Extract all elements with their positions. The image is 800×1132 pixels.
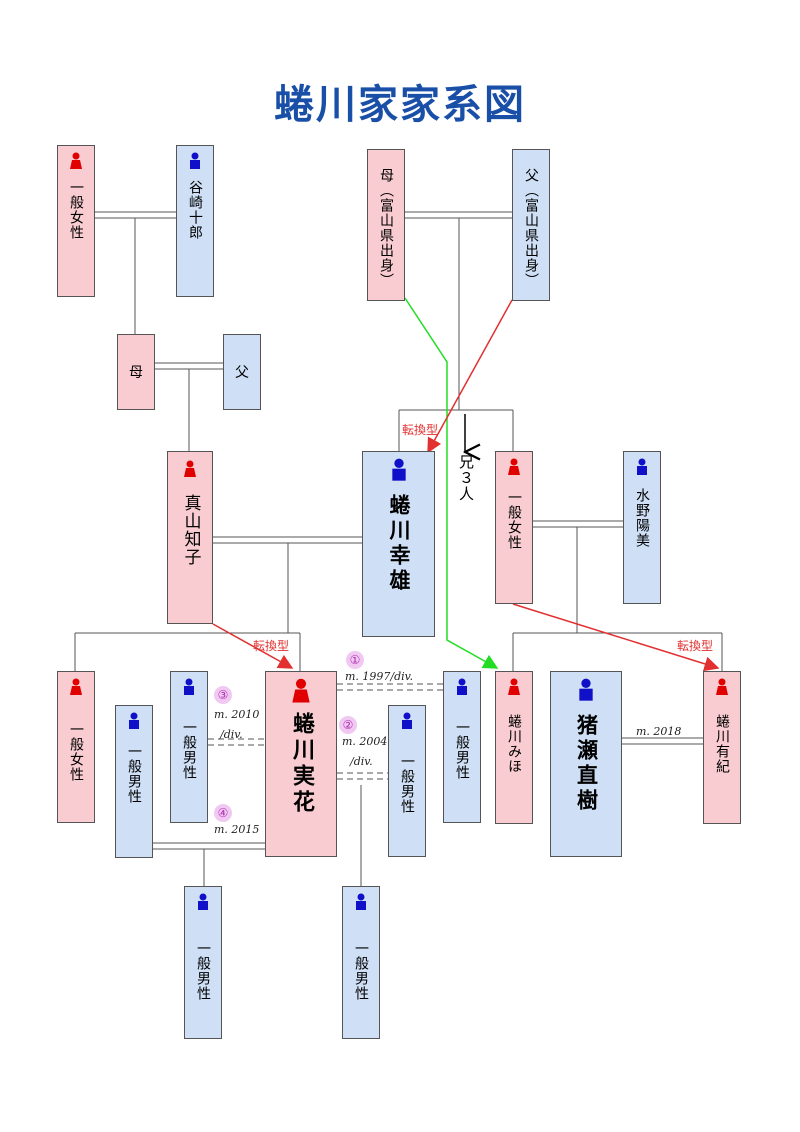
female-icon — [716, 678, 728, 695]
male-icon — [190, 152, 200, 169]
maternal-grandfather-name: 谷崎十郎 — [187, 180, 203, 240]
mother-parent-mother-name: 母 — [129, 365, 143, 381]
mika-sister-box: 一般女性 — [57, 671, 95, 823]
marriage3-div-label: /div. — [220, 728, 243, 741]
mother-parent-father-name: 父 — [235, 365, 249, 381]
child1-name: 一般男性 — [195, 941, 211, 1001]
male-icon — [129, 712, 139, 729]
male-icon — [391, 458, 406, 481]
marriage3-label: m. 2010 — [214, 708, 260, 721]
female-icon — [292, 678, 310, 703]
yuki-box: 蜷川有紀 — [703, 671, 741, 824]
female-icon — [70, 152, 82, 169]
convert-label-yuki: 転換型 — [677, 639, 714, 653]
husband3-name: 一般男性 — [181, 720, 197, 780]
brothers-label: 兄３人 — [457, 454, 475, 502]
maternal-grandmother-box: 一般女性 — [57, 145, 95, 297]
maternal-grandfather-box: 谷崎十郎 — [176, 145, 214, 297]
marker-1: ① — [346, 651, 364, 669]
marriage2-div-label: /div. — [350, 755, 373, 768]
marriage-inose-label: m. 2018 — [636, 725, 682, 738]
aunt-husband-name: 水野陽美 — [634, 488, 650, 548]
convert-label-father: 転換型 — [402, 423, 439, 437]
male-icon — [637, 458, 647, 475]
child1-box: 一般男性 — [184, 886, 222, 1039]
mother-box: 真山知子 — [167, 451, 213, 624]
father-box: 蜷川幸雄 — [362, 451, 435, 637]
aunt-name: 一般女性 — [506, 490, 522, 550]
paternal-grandfather-name: 父（富山県出身） — [523, 168, 539, 288]
convert-label-mika: 転換型 — [253, 639, 290, 653]
maternal-grandmother-name: 一般女性 — [68, 180, 84, 240]
marriage4-label: m. 2015 — [214, 823, 260, 836]
child2-name: 一般男性 — [353, 941, 369, 1001]
mother-parent-father-box: 父 — [223, 334, 261, 410]
female-icon — [70, 678, 82, 695]
mother-name: 真山知子 — [180, 494, 201, 566]
husband4-box: 一般男性 — [115, 705, 153, 858]
child2-box: 一般男性 — [342, 886, 380, 1039]
husband1-box: 一般男性 — [443, 671, 481, 823]
yuki-name: 蜷川有紀 — [714, 714, 730, 774]
inose-box: 猪瀬直樹 — [550, 671, 622, 857]
marker-2: ② — [339, 716, 357, 734]
marker-4: ④ — [214, 804, 232, 822]
male-icon — [402, 712, 412, 729]
mother-parent-mother-box: 母 — [117, 334, 155, 410]
male-icon — [579, 678, 593, 701]
aunt-box: 一般女性 — [495, 451, 533, 604]
page-title: 蜷川家家系図 — [274, 81, 526, 128]
marker-3: ③ — [214, 686, 232, 704]
male-icon — [457, 678, 467, 695]
husband4-name: 一般男性 — [126, 744, 142, 804]
father-name: 蜷川幸雄 — [387, 494, 411, 594]
paternal-grandfather-box: 父（富山県出身） — [512, 149, 550, 301]
miho-box: 蜷川みほ — [495, 671, 533, 824]
female-icon — [508, 458, 520, 475]
inose-name: 猪瀬直樹 — [574, 714, 599, 814]
marriage1-label: m. 1997/div. — [345, 670, 414, 683]
male-icon — [198, 893, 208, 910]
mika-name: 蜷川実花 — [289, 712, 314, 816]
husband2-box: 一般男性 — [388, 705, 426, 857]
paternal-grandmother-name: 母（富山県出身） — [378, 168, 394, 288]
mika-box: 蜷川実花 — [265, 671, 337, 857]
female-icon — [508, 678, 520, 695]
husband2-name: 一般男性 — [399, 754, 415, 814]
husband3-box: 一般男性 — [170, 671, 208, 823]
aunt-husband-box: 水野陽美 — [623, 451, 661, 604]
miho-name: 蜷川みほ — [506, 714, 522, 774]
male-icon — [184, 678, 194, 695]
paternal-grandmother-box: 母（富山県出身） — [367, 149, 405, 301]
husband1-name: 一般男性 — [454, 720, 470, 780]
marriage2-label: m. 2004 — [342, 735, 388, 748]
mika-sister-name: 一般女性 — [68, 722, 84, 782]
female-icon — [184, 460, 196, 477]
male-icon — [356, 893, 366, 910]
